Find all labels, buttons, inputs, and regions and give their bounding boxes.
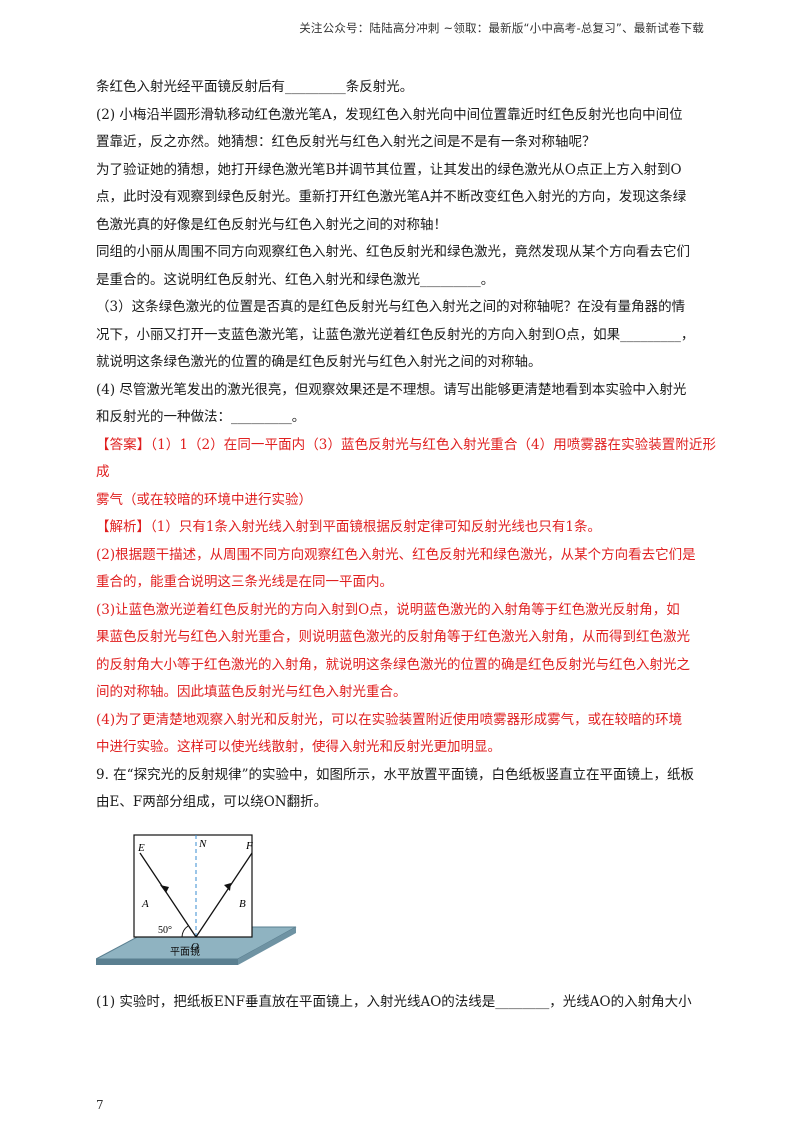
text-line: (2)根据题干描述，从周围不同方向观察红色入射光、红色反射光和绿色激光，从某个方… [96, 546, 696, 563]
text-line: 同组的小丽从周围不同方向观察红色入射光、红色反射光和绿色激光，竟然发现从某个方向… [96, 244, 690, 260]
text-line: 就说明这条绿色激光的位置的确是红色反射光与红色入射光之间的对称轴。 [96, 354, 542, 370]
text-line: 间的对称轴。因此填蓝色反射光与红色入射光重合。 [96, 684, 407, 700]
text-line: (4)为了更清楚地观察入射光和反射光，可以在实验装置附近使用喷雾器形成雾气，或在… [96, 711, 683, 728]
reflected-ray [195, 852, 253, 937]
label-f: F [245, 840, 253, 852]
label-b: B [239, 898, 246, 910]
text-line: （3）这条绿色激光的位置是否真的是红色反射光与红色入射光之间的对称轴呢？在没有量… [96, 299, 686, 315]
text-line: 中进行实验。这样可以使光线散射，使得入射光和反射光更加明显。 [96, 739, 501, 755]
figure-svg: E F N A B O 50° 平面镜 [95, 833, 297, 965]
label-e: E [137, 842, 145, 854]
text-line: 雾气（或在较暗的环境中进行实验） [96, 491, 312, 508]
text-block-before-figure: 条红色入射光经平面镜反射后有_________条反射光。 (2) 小梅沿半圆形滑轨… [96, 74, 716, 817]
text-line: 9. 在“探究光的反射规律”的实验中，如图所示，水平放置平面镜，白色纸板竖直立在… [96, 766, 694, 783]
page-content: 条红色入射光经平面镜反射后有_________条反射光。 (2) 小梅沿半圆形滑轨… [95, 74, 716, 1017]
label-angle: 50° [158, 925, 172, 936]
text-line: 重合的，能重合说明这三条光线是在同一平面内。 [96, 574, 393, 590]
text-line: 色激光真的好像是红色反射光与红色入射光之间的对称轴！ [96, 216, 447, 233]
page-header: 关注公众号：陆陆高分冲刺 ~领取：最新版“小中高考-总复习”、最新试卷下载 [299, 21, 704, 35]
text-line: 和反射光的一种做法：_________。 [96, 409, 306, 425]
text-line: (3)让蓝色激光逆着红色反射光的方向入射到O点，说明蓝色激光的入射角等于红色激光… [96, 601, 680, 618]
label-a: A [141, 898, 149, 910]
text-line: 是重合的。这说明红色反射光、红色入射光和绿色激光_________。 [96, 271, 495, 288]
text-block-after-figure: (1) 实验时，把纸板ENF垂直放在平面镜上，入射光线AO的法线是_______… [96, 989, 716, 1017]
text-line: 由E、F两部分组成，可以绕ON翻折。 [96, 794, 328, 810]
paper-board [133, 833, 253, 938]
label-o: O [191, 941, 199, 953]
text-line: 条红色入射光经平面镜反射后有_________条反射光。 [96, 79, 414, 95]
text-line: 点，此时没有观察到绿色反射光。重新打开红色激光笔A并不断改变红色入射光的方向，发… [96, 189, 687, 205]
incident-arrow [160, 884, 169, 893]
label-n: N [198, 838, 207, 850]
text-line: (4) 尽管激光笔发出的激光很亮，但观察效果还是不理想。请写出能够更清楚地看到本… [96, 381, 687, 398]
angle-arc [181, 925, 189, 937]
text-line: (2) 小梅沿半圆形滑轨移动红色激光笔A，发现红色入射光向中间位置靠近时红色反射… [96, 106, 683, 123]
incident-ray [139, 852, 197, 937]
text-line: 为了验证她的猜想，她打开绿色激光笔B并调节其位置，让其发出的绿色激光从O点正上方… [96, 161, 682, 178]
label-mirror: 平面镜 [170, 945, 200, 958]
text-line: 果蓝色反射光与红色入射光重合，则说明蓝色激光的反射角等于红色激光入射角，从而得到… [96, 629, 690, 645]
mirror-side [238, 926, 296, 965]
text-line: 的反射角大小等于红色激光的入射角，就说明这条绿色激光的位置的确是红色反射光与红色… [96, 656, 690, 673]
page-number: 7 [96, 1098, 104, 1112]
mirror-edge [96, 958, 238, 965]
text-line: 况下，小丽又打开一支蓝色激光笔，让蓝色激光逆着红色反射光的方向入射到O点，如果_… [96, 326, 695, 343]
text-line: 【解析】（1）只有1条入射光线入射到平面镜根据反射定律可知反射光线也只有1条。 [96, 519, 602, 535]
text-line: 【答案】（1）1（2）在同一平面内（3）蓝色反射光与红色入射光重合（4）用喷雾器… [96, 436, 716, 481]
reflected-arrow [224, 882, 231, 891]
text-line: (1) 实验时，把纸板ENF垂直放在平面镜上，入射光线AO的法线是_______… [96, 993, 692, 1010]
mirror-experiment-figure: E F N A B O 50° 平面镜 [95, 827, 336, 977]
text-line: 置靠近，反之亦然。她猜想：红色反射光与红色入射光之间是不是有一条对称轴呢？ [96, 134, 596, 150]
